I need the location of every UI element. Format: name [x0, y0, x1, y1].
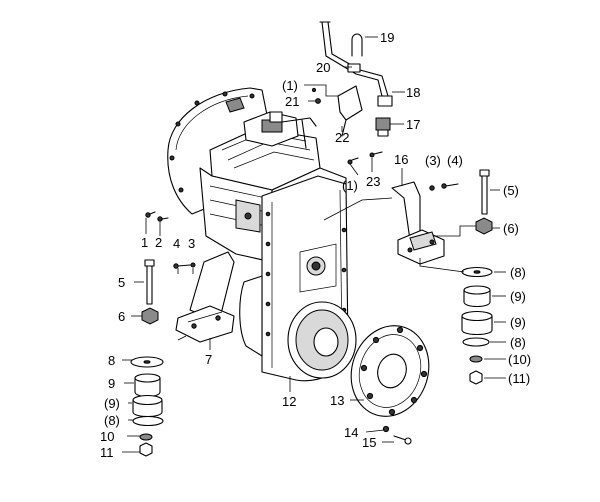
- label-3: 3: [188, 236, 195, 251]
- label-10: 10: [100, 429, 114, 444]
- label-8-paren: (8): [104, 413, 120, 428]
- label-9-right-b: (9): [510, 315, 526, 330]
- label-8-right-b: (8): [510, 335, 526, 350]
- oil-pipe-assembly: [301, 21, 393, 149]
- part-labels: 19 20 (1) 18 21 17 22 16 (3) (4) (1) 23 …: [100, 30, 531, 460]
- label-11-right: (11): [508, 371, 530, 386]
- label-3-paren: (3): [425, 153, 441, 168]
- label-1: 1: [141, 235, 148, 250]
- label-15: 15: [362, 435, 376, 450]
- label-16: 16: [394, 152, 408, 167]
- left-mount-bracket: [175, 251, 235, 343]
- transfer-case: [239, 175, 357, 382]
- label-1-mid: (1): [342, 178, 358, 193]
- bolts-14-15: [382, 425, 412, 445]
- label-6-right: (6): [503, 221, 519, 236]
- bolts-23: [347, 151, 383, 165]
- small-bolts-right: [429, 183, 459, 191]
- label-17: 17: [406, 117, 420, 132]
- label-1-top: (1): [282, 78, 298, 93]
- label-19: 19: [380, 30, 394, 45]
- label-20: 20: [316, 60, 330, 75]
- coupling-disc: [350, 325, 430, 417]
- label-7: 7: [205, 352, 212, 367]
- label-8-right-a: (8): [510, 265, 526, 280]
- label-4-paren: (4): [447, 153, 463, 168]
- label-14: 14: [344, 425, 358, 440]
- label-23: 23: [366, 174, 380, 189]
- label-22: 22: [335, 130, 349, 145]
- label-9-right-a: (9): [510, 289, 526, 304]
- label-9: 9: [108, 376, 115, 391]
- label-18: 18: [406, 85, 420, 100]
- label-12: 12: [282, 394, 296, 409]
- label-4: 4: [173, 236, 180, 251]
- label-9-paren: (9): [104, 396, 120, 411]
- leader-lines: [122, 36, 506, 453]
- label-5: 5: [118, 275, 125, 290]
- label-10-right: (10): [508, 352, 531, 367]
- label-6: 6: [118, 309, 125, 324]
- label-11: 11: [100, 445, 114, 460]
- label-2: 2: [155, 235, 162, 250]
- small-bolts-left: [145, 211, 196, 269]
- right-mount-bracket: [391, 181, 445, 265]
- label-13: 13: [330, 393, 344, 408]
- left-fastener-stack: [130, 259, 164, 457]
- label-21: 21: [285, 94, 299, 109]
- right-fastener-stack: [461, 169, 493, 385]
- label-8: 8: [108, 353, 115, 368]
- label-5-right: (5): [503, 183, 519, 198]
